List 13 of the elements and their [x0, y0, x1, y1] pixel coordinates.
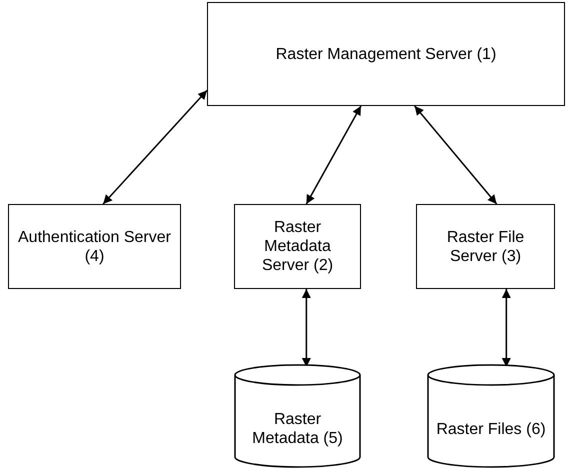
node-label: Raster Management Server (1) [276, 44, 496, 64]
double-arrow [302, 289, 311, 368]
double-arrow [502, 289, 511, 368]
double-arrow [102, 90, 208, 204]
node-label: Raster File Server (3) [446, 228, 526, 266]
server-box [416, 204, 555, 289]
double-arrow [414, 106, 498, 204]
node-label: Raster Metadata Server (2) [260, 218, 334, 275]
server-box [234, 204, 361, 289]
node-label: Authentication Server (4) [17, 228, 172, 266]
server-box [8, 204, 181, 289]
server-box [207, 2, 565, 106]
double-arrow [306, 106, 362, 204]
